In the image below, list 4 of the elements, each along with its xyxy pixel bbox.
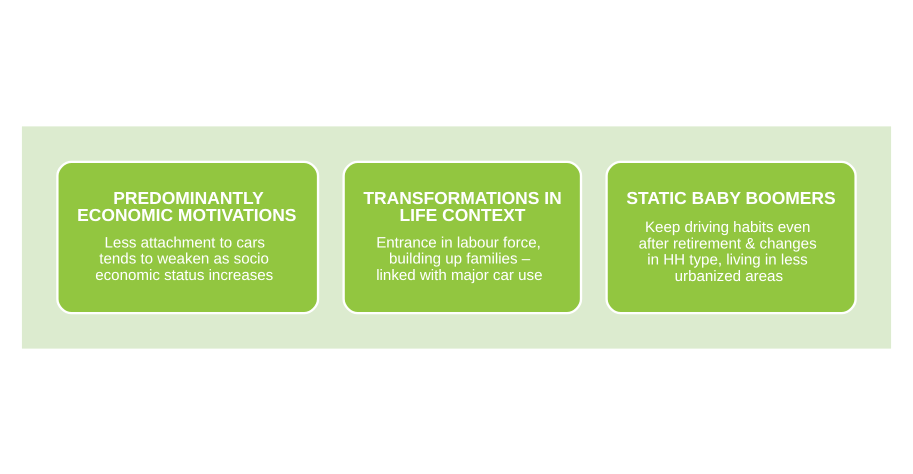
node-box: PREDOMINANTLY ECONOMIC MOTIVATIONS Less attachment to cars tends to weaken as socio economic status increases: [56, 160, 320, 314]
cluster: [22, 126, 892, 348]
node-box: TRANSFORMATIONS IN LIFE CONTEXT Entrance in labour force, building up families – linked with major car use: [342, 160, 582, 314]
node-box: STATIC BABY BOOMERS Keep driving habits even after retirement & changes in HH type, living in less urbanized areas: [605, 160, 857, 314]
